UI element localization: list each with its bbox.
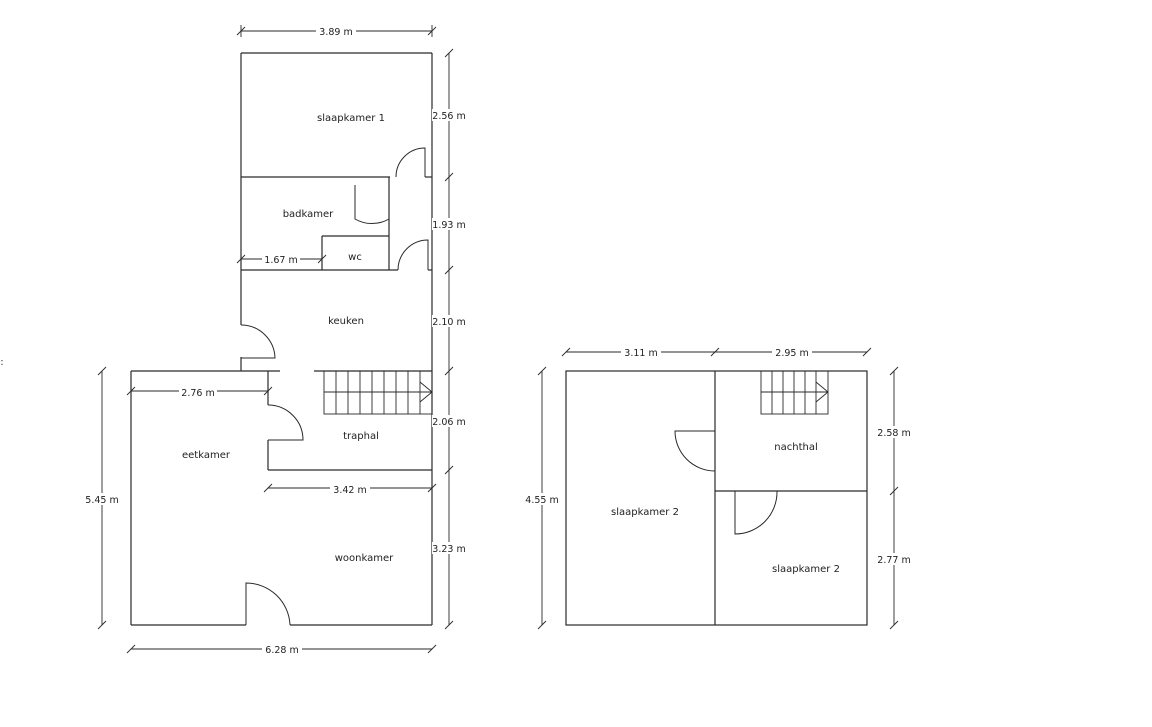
room-label-wc: wc — [348, 252, 362, 263]
dim-label-keuken-height: 2.10 m — [432, 317, 465, 328]
dim-label-woonkamer-height: 3.23 m — [432, 544, 465, 555]
room-label-traphal: traphal — [343, 431, 379, 442]
ground-floor-dimensions: 3.89 m 2.56 m 1.93 m 2.10 m 2.06 m 3.23 … — [84, 25, 468, 656]
dim-label-total-height: 5.45 m — [85, 495, 118, 506]
room-label-nachthal: nachthal — [774, 442, 817, 453]
dim-label-slaapkamer1-height: 2.56 m — [432, 111, 465, 122]
margin-marker: : — [0, 357, 3, 368]
room-label-slaapkamer2-right: slaapkamer 2 — [772, 564, 840, 575]
door-keuken — [240, 324, 276, 359]
first-floor-walls — [565, 370, 868, 626]
dim-label-badkamer-width: 1.67 m — [264, 255, 297, 266]
room-label-slaapkamer2-left: slaapkamer 2 — [611, 507, 679, 518]
ground-floor-doors — [240, 147, 429, 626]
dim-label-traphal-height: 2.06 m — [432, 417, 465, 428]
room-label-woonkamer: woonkamer — [335, 553, 394, 564]
room-label-keuken: keuken — [328, 316, 364, 327]
dim-label-bottom-width: 6.28 m — [265, 645, 298, 656]
dim-label-top-width: 3.89 m — [319, 27, 352, 38]
dim-label-ff-left-width: 3.11 m — [624, 348, 657, 359]
door-slaapkamer2-right — [734, 490, 778, 535]
dim-label-traphal-width: 3.42 m — [333, 485, 366, 496]
ground-floor-walls — [130, 52, 433, 626]
door-slaapkamer2-left — [674, 430, 716, 472]
door-badkamer — [354, 185, 390, 225]
ground-floor-stairs — [323, 370, 433, 415]
first-floor-dimensions: 3.11 m 2.95 m 4.55 m 2.58 m 2.77 m — [523, 346, 914, 630]
dim-label-ff-right-width: 2.95 m — [775, 348, 808, 359]
dim-label-ff-total-height: 4.55 m — [525, 495, 558, 506]
door-eetkamer — [267, 404, 304, 441]
first-floor-doors — [674, 430, 778, 535]
dim-label-badkamer-height: 1.93 m — [432, 220, 465, 231]
ground-floor-plan: slaapkamer 1 badkamer wc keuken traphal … — [84, 25, 468, 656]
door-wc — [397, 239, 429, 271]
door-slaapkamer1 — [395, 147, 426, 178]
first-floor-stairs — [760, 370, 829, 415]
dim-label-ff-right-room-height: 2.77 m — [877, 555, 910, 566]
room-label-eetkamer: eetkamer — [182, 450, 231, 461]
room-label-slaapkamer1: slaapkamer 1 — [317, 113, 385, 124]
first-floor-plan: nachthal slaapkamer 2 slaapkamer 2 3.11 … — [523, 346, 914, 630]
dim-label-nachthal-height: 2.58 m — [877, 428, 910, 439]
door-front — [245, 582, 291, 626]
room-label-badkamer: badkamer — [283, 209, 334, 220]
dim-label-eetkamer-width: 2.76 m — [181, 388, 214, 399]
